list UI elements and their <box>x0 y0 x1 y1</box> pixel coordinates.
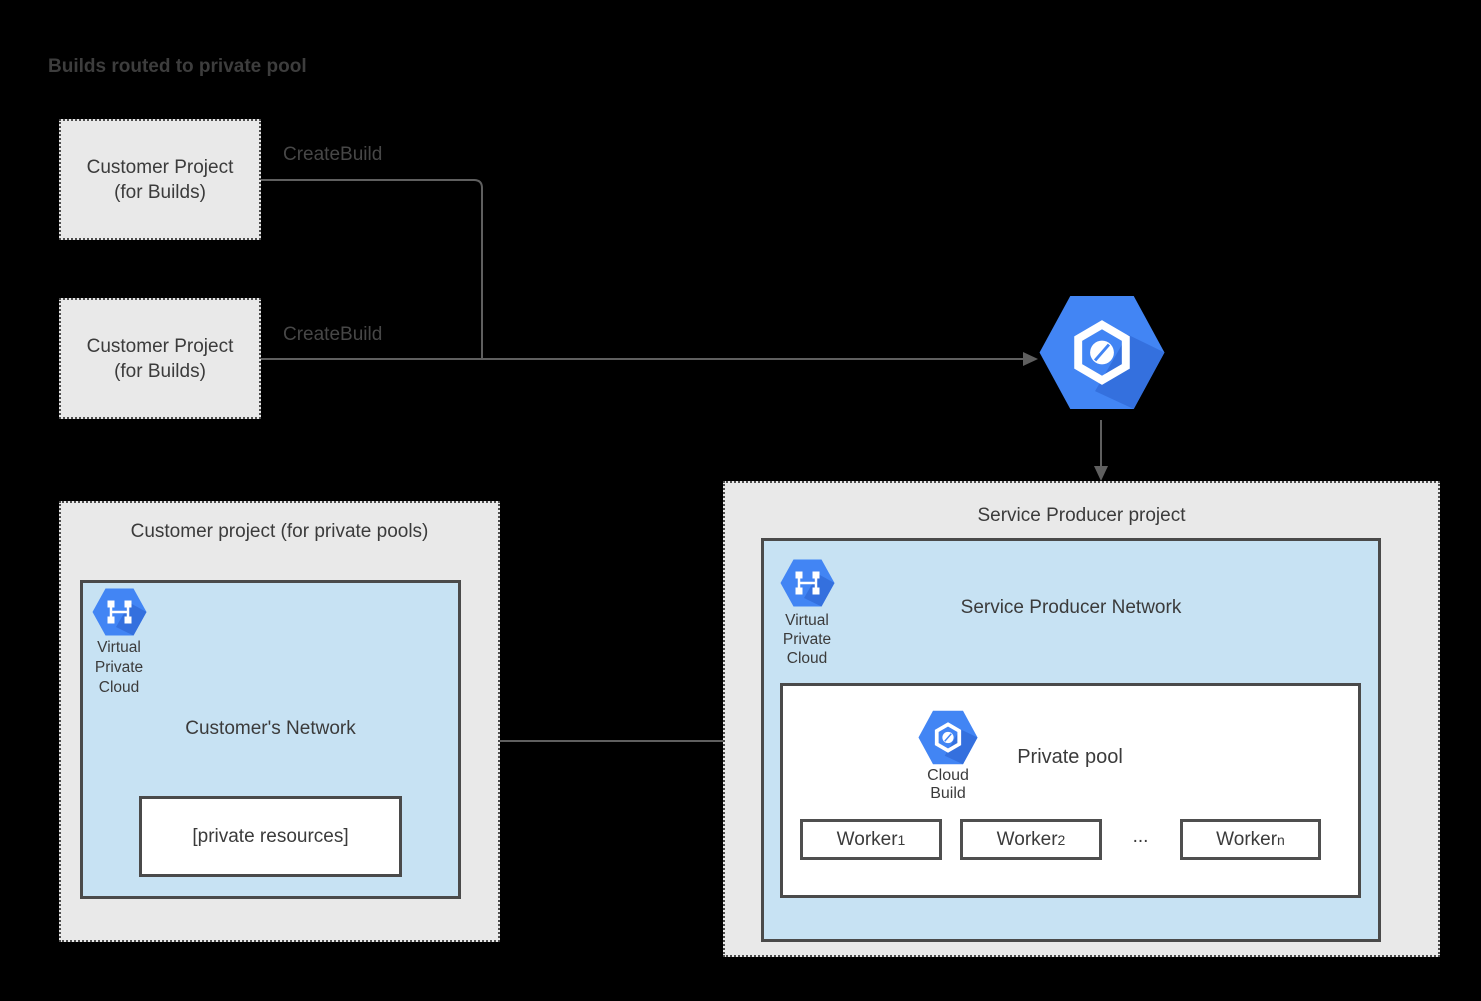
service-producer-network-title: Service Producer Network <box>960 597 1182 618</box>
customer-project-builds-box-2: Customer Project (for Builds) <box>59 298 261 419</box>
worker-label: Worker <box>996 828 1058 850</box>
arrowhead-to-cloud-build <box>1023 352 1038 366</box>
vpc-label-line: Virtual <box>785 612 829 629</box>
customer-pool-project-box: Customer project (for private pools) Vir… <box>59 501 500 942</box>
customer-network-title: Customer's Network <box>185 718 356 739</box>
createbuild-label-2: CreateBuild <box>283 324 383 345</box>
vpc-icon <box>780 559 835 607</box>
service-producer-project-title: Service Producer project <box>977 505 1186 526</box>
customer-network-box: Virtual Private Cloud Customer's Network… <box>80 580 461 899</box>
cloud-build-label-line: Build <box>930 785 966 802</box>
createbuild-label-1: CreateBuild <box>283 144 383 165</box>
vpc-label-line: Private <box>782 631 832 648</box>
customer-project-name-line2: (for Builds) <box>114 360 206 382</box>
workers-ellipsis: ... <box>1132 826 1149 847</box>
customer-project-name-line1: Customer Project <box>86 335 234 357</box>
customer-project-builds-box-1: Customer Project (for Builds) <box>59 119 261 240</box>
worker-label: Worker <box>836 828 898 850</box>
customer-project-name-line1: Customer Project <box>86 156 234 178</box>
vpc-icon-label: Virtual Private Cloud <box>64 638 174 698</box>
private-resources-label: [private resources] <box>192 825 349 847</box>
arrowhead-down <box>1094 466 1108 481</box>
service-producer-project-box: Service Producer project Virtual Private… <box>723 481 1440 957</box>
customer-pool-project-title: Customer project (for private pools) <box>130 521 429 542</box>
vpc-icon <box>92 588 147 636</box>
vpc-label-line: Private <box>94 659 144 676</box>
private-resources-box: [private resources] <box>139 796 402 877</box>
vpc-icon-label: Virtual Private Cloud <box>752 611 862 668</box>
service-producer-network-box: Virtual Private Cloud Service Producer N… <box>761 538 1381 942</box>
cloud-build-icon-label: Cloud Build <box>898 767 998 803</box>
vpc-label-line: Cloud <box>786 650 828 667</box>
page-title: Builds routed to private pool <box>48 56 307 77</box>
cloud-build-icon <box>1039 295 1165 410</box>
cloud-build-label-line: Cloud <box>927 767 969 784</box>
vpc-label-line: Cloud <box>98 679 140 696</box>
customer-project-name-line2: (for Builds) <box>114 181 206 203</box>
worker-label: Worker <box>1216 828 1278 850</box>
private-pool-title: Private pool <box>1017 746 1123 768</box>
cloud-build-icon <box>918 710 978 765</box>
vpc-label-line: Virtual <box>97 639 141 656</box>
